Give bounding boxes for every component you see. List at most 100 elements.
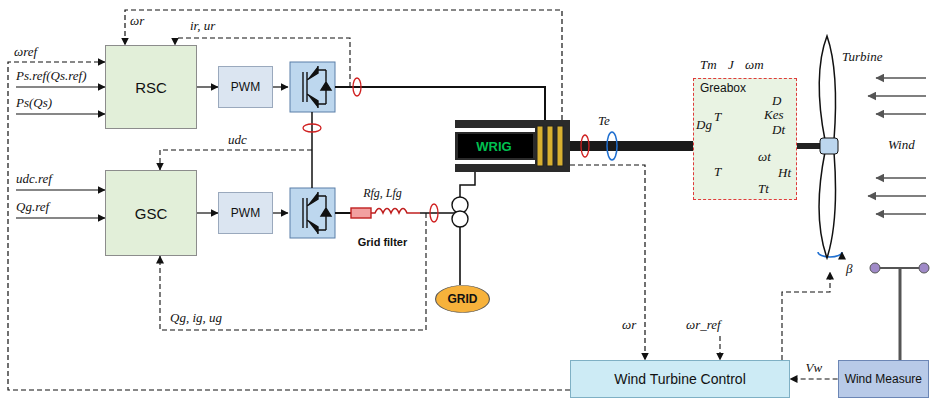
node-text: PWM [231,206,260,220]
feedback-wire [160,213,426,330]
measurement-ring [430,204,438,222]
input-arrow [16,87,105,218]
node-text: Wind Turbine Control [614,371,746,387]
pwm-signal [273,86,288,87]
power-wire [312,87,545,213]
transformer-symbol [452,197,468,227]
power-wire [460,172,475,197]
grid-source: GRID [435,285,490,313]
signal-label: ir, ur [190,19,215,33]
signal-label: Te [598,114,610,128]
pwm-block: PWM [218,192,273,234]
signal-label: Turbine [842,50,882,64]
signal-label: udc [228,133,247,147]
signal-label: ωr [622,318,636,332]
feedback-wire [160,38,830,360]
wind-arrow [868,78,926,214]
signal-label: Ht [778,166,791,180]
signal-label: T [714,110,721,124]
torque-ring [818,252,842,257]
wind-arrow [876,213,926,214]
node-text: Greabox [700,81,746,95]
transformer-symbol [452,211,468,227]
feedback-wire [160,150,312,170]
converter-controller: GSC [105,170,197,256]
node-text: WRIG [476,139,511,154]
measurement-ring [353,78,361,96]
node-text: PWM [231,80,260,94]
sensor-box: Wind Measure [838,360,929,398]
signal-connector [790,378,838,379]
signal-label: Ps.ref(Qs.ref) [16,69,87,83]
converter-igbt [290,188,335,238]
signal-connector [197,86,218,87]
node-text: RSC [135,79,167,96]
converter-igbt [303,192,331,234]
signal-label: Dt [772,123,785,137]
wind-arrow [876,177,926,178]
converter-igbt [290,62,335,112]
signal-label: J [728,58,734,72]
signal-label: ωr [130,14,144,28]
pwm-signal [273,212,288,213]
wind-mast [870,263,880,273]
converter-igbt [290,188,335,238]
power-wire [335,87,545,120]
power-wire [335,212,345,214]
signal-label: ωr_ref [686,318,721,332]
node-text: Grid filter [358,235,408,250]
converter-igbt [303,66,331,108]
wind-arrow [876,77,926,78]
signal-label: D [772,94,781,108]
signal-label: Qg.ref [16,200,49,214]
wind-arrow [876,113,926,114]
measurement-ring [303,124,321,132]
torque-ring [607,132,617,160]
control-box: Wind Turbine Control [570,360,790,398]
signal-label: Dg [696,118,712,132]
signal-label: Ps(Qs) [16,96,52,110]
node-text: Wind Measure [845,372,922,386]
node-text: GSC [135,205,168,222]
grid-filter: Rfg, LfgGrid filter [345,186,420,250]
feedback-wire [719,336,720,360]
signal-label: Qg, ig, ug [170,311,222,325]
signal-label: T [714,165,721,179]
signal-label: udc.ref [16,172,52,186]
signal-label: Wind [888,138,915,152]
input-arrow [16,217,105,218]
input-arrow [16,189,105,190]
signal-label: ωt [758,150,771,164]
signal-label: β [846,262,852,276]
pwm-block: PWM [218,66,273,108]
wind-arrow [868,95,926,96]
input-arrow [16,113,105,114]
converter-igbt [290,62,335,112]
measurement-ring [581,135,589,157]
feedback-wire [782,272,830,360]
generator: WRIG [455,120,570,172]
turbine-rotor [820,138,838,154]
signal-label: ωm [745,58,764,72]
turbine-rotor [797,36,838,258]
signal-label: Tm [700,58,717,72]
signal-connector [8,62,570,390]
signal-label: Kes [764,108,784,122]
filter-symbol [345,206,420,220]
generator-shape [455,120,570,172]
wind-mast [899,268,902,360]
signal-connector [197,212,218,213]
converter-controller: RSC [105,45,197,129]
node-text: GRID [448,292,478,306]
wind-arrow [868,195,926,196]
signal-connector [570,165,645,360]
node-text: Rfg, Lfg [363,186,402,201]
measurement-ring [303,78,589,222]
wind-mast [919,263,929,273]
gearbox-region: Greabox [693,78,797,200]
turbine-rotor [819,152,835,258]
wind-mast [870,263,929,360]
turbine-rotor [819,36,835,140]
